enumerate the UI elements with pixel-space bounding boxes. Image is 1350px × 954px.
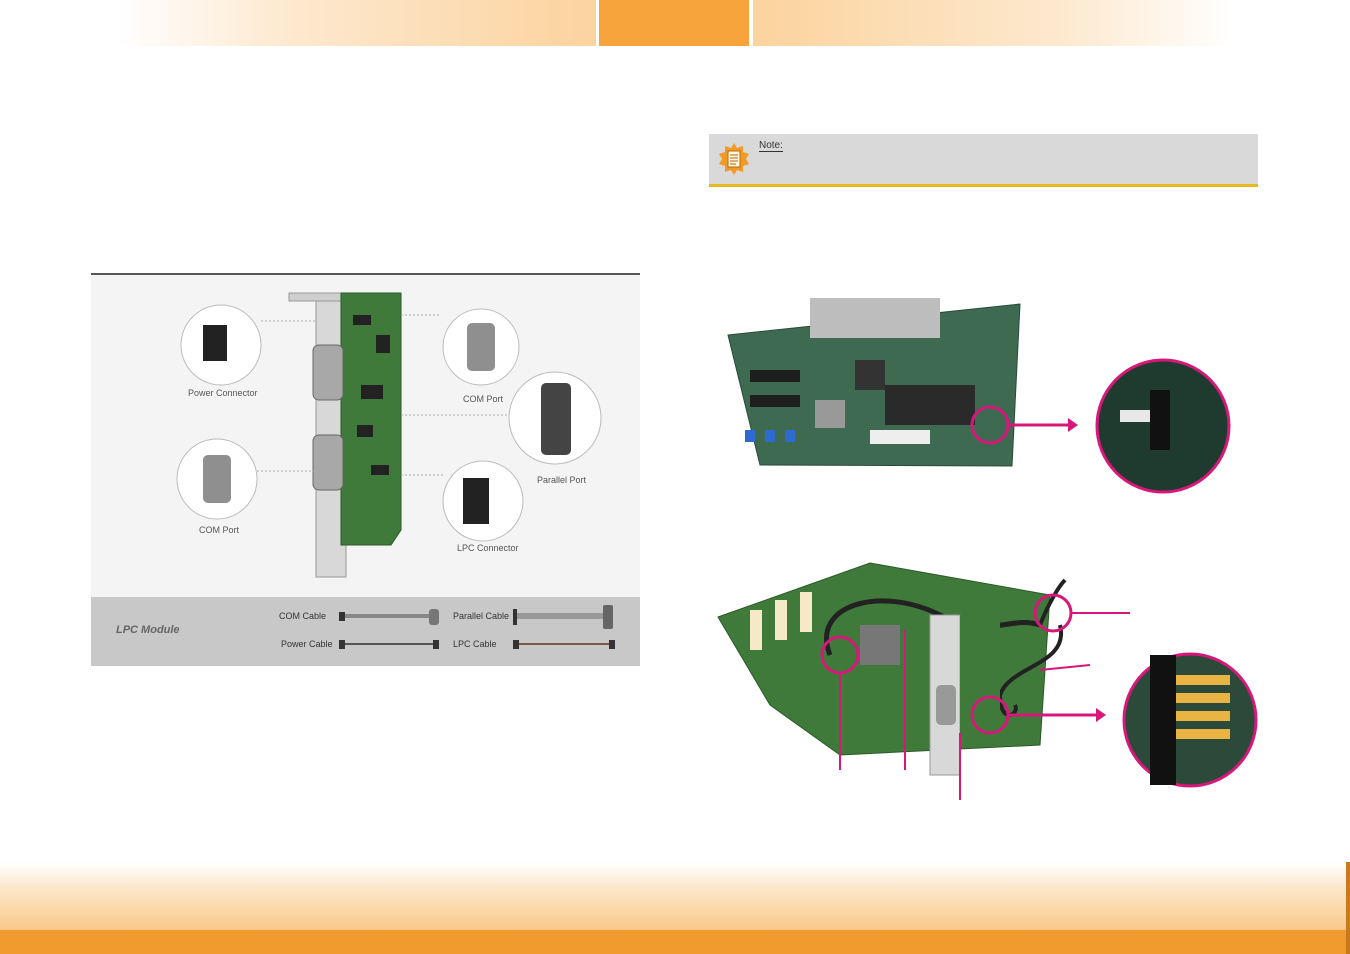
footer-bar — [0, 930, 1350, 954]
footer-gradient — [0, 862, 1350, 930]
lpc-module-illustration — [176, 292, 602, 578]
lpc-cable-label: LPC Cable — [453, 639, 497, 649]
cable-legend-panel: LPC Module COM Cable Power Cable Paralle… — [91, 597, 640, 666]
com-port-top-label: COM Port — [463, 394, 504, 404]
parallel-cable-label: Parallel Cable — [453, 611, 510, 621]
note-title: Note: — [759, 140, 783, 152]
com-port-left-label: COM Port — [199, 525, 240, 535]
lpc-connector-label: LPC Connector — [457, 543, 519, 553]
header-left-bar — [118, 0, 596, 46]
note-icon — [719, 143, 749, 175]
motherboard-illustration — [727, 298, 1231, 494]
parallel-port-label: Parallel Port — [537, 475, 587, 485]
power-connector-label: Power Connector — [188, 388, 258, 398]
header-right-bar — [753, 0, 1233, 46]
installed-module-illustration — [717, 562, 1258, 800]
header-chapter-tab — [599, 0, 749, 46]
lpc-module-title: LPC Module — [116, 624, 180, 636]
note-box: Note: — [709, 134, 1258, 187]
lpc-module-figure: Power Connector COM Port Parallel Port C… — [91, 273, 640, 666]
power-cable-label: Power Cable — [281, 639, 333, 649]
footer-edge — [1346, 862, 1350, 954]
cable-illustrations — [339, 605, 615, 649]
com-cable-label: COM Cable — [279, 611, 327, 621]
